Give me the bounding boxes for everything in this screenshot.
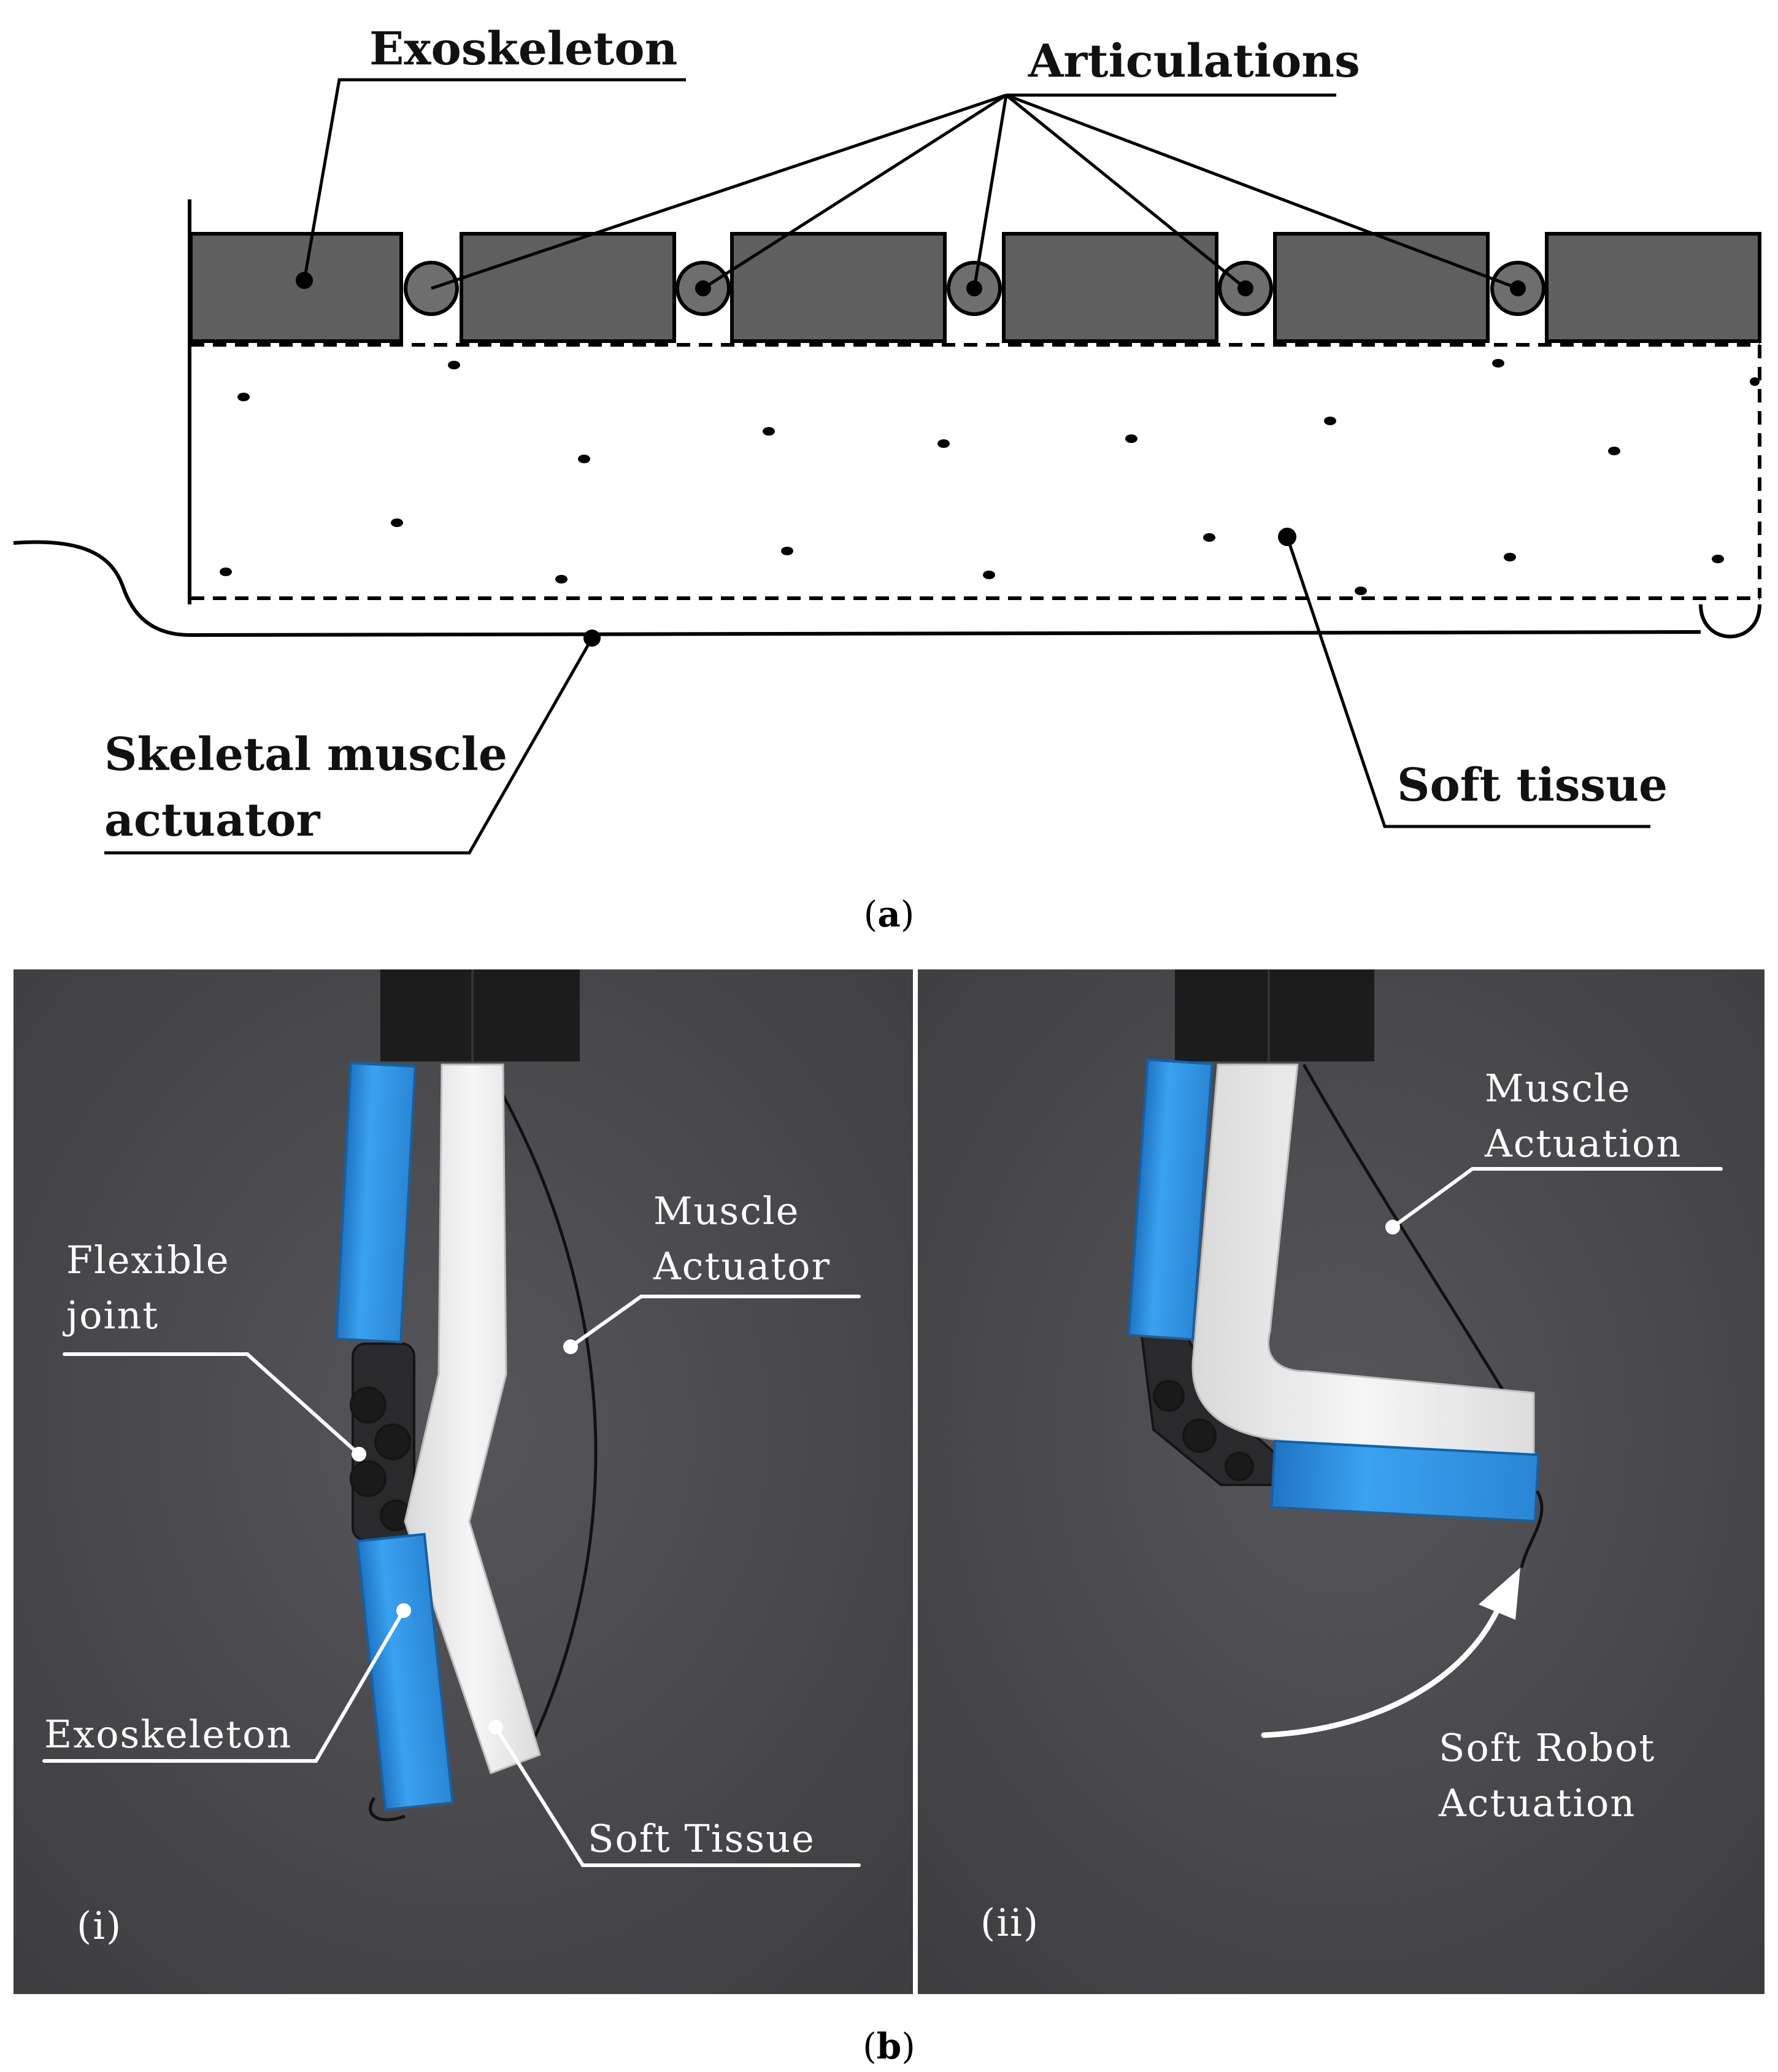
exoskeleton-segment-5 [1273, 232, 1490, 343]
exoskeleton-bars-i [335, 1061, 454, 1811]
caption-b: (b) [863, 2025, 915, 2067]
exoskeleton-leader [302, 78, 686, 281]
panel-b-photo-ii: Muscle Actuation Soft Robot Actuation (i… [918, 969, 1765, 1994]
muscle-actuation-label-line2: Actuation [1484, 1121, 1682, 1166]
leader-lines-b-ii [1391, 1167, 1723, 1229]
soft-tissue-label-b: Soft Tissue [588, 1816, 815, 1861]
exoskeleton-label: Exoskeleton [369, 23, 677, 75]
exoskeleton-bars-ii [1127, 1058, 1540, 1523]
leader-lines-b-i [42, 1295, 861, 1867]
soft-tissue-foam-i [404, 1063, 541, 1774]
soft-robot-actuation-arrowhead [1479, 1568, 1520, 1620]
exoskeleton-segment-3 [730, 232, 947, 343]
exoskeleton-bar-upper-ii [1127, 1058, 1214, 1341]
photo-divider [913, 969, 918, 1994]
leader-dots-a [296, 272, 1526, 647]
exoskeleton-segment-4 [1002, 232, 1218, 343]
panel-b-photo-i: Flexible joint Muscle Actuator Exoskelet… [13, 969, 913, 1994]
muscle-actuation-label-line1: Muscle [1485, 1066, 1631, 1111]
photo-i-tag: (i) [77, 1903, 122, 1948]
soft-robot-label-line2: Actuation [1438, 1781, 1636, 1825]
muscle-actuator-cable [13, 540, 1701, 637]
exoskeleton-segment-6 [1545, 232, 1761, 343]
skeletal-muscle-label: Skeletal muscle [104, 728, 507, 781]
leader-dots-b-i [352, 1339, 578, 1735]
strap-ii [1175, 969, 1374, 1061]
muscle-actuator-hook [1699, 604, 1761, 639]
soft-robot-label-line1: Soft Robot [1439, 1725, 1655, 1770]
panel-a-schematic: Exoskeleton Articulations Skeletal muscl… [13, 23, 1761, 935]
caption-a: (a) [864, 893, 915, 935]
articulations-label: Articulations [1028, 35, 1360, 88]
skeletal-muscle-leader [104, 637, 594, 855]
exoskeleton-segment-2 [460, 232, 676, 343]
soft-tissue-leader [1285, 536, 1650, 828]
strap-i [380, 969, 580, 1061]
leader-lines-a [104, 78, 1650, 855]
actuator-label: actuator [104, 794, 320, 847]
exoskeleton-segment-1 [189, 232, 403, 343]
exoskeleton-label-b: Exoskeleton [44, 1712, 292, 1757]
exoskeleton-segments [189, 232, 1761, 343]
flexible-joint-label-line2: joint [63, 1293, 159, 1338]
exoskeleton-bar-lower-ii [1270, 1439, 1540, 1523]
soft-tissue-particles [220, 359, 1760, 595]
soft-robot-actuation-arrow [1261, 1601, 1503, 1738]
muscle-actuator-label-line2: Actuator [653, 1244, 831, 1288]
muscle-actuator-wire-i [501, 1094, 598, 1741]
soft-tissue-label: Soft tissue [1397, 759, 1668, 812]
soft-tissue-region [191, 343, 1761, 600]
photo-ii-tag: (ii) [980, 1900, 1039, 1945]
muscle-actuator-label-line1: Muscle [653, 1188, 799, 1233]
flexible-joint-i [350, 1342, 415, 1541]
muscle-actuation-wire-ii [1302, 1063, 1508, 1397]
exoskeleton-bar-lower-i [356, 1533, 454, 1811]
flexible-joint-label-line1: Flexible [66, 1238, 230, 1282]
exoskeleton-bar-upper-i [335, 1061, 417, 1344]
